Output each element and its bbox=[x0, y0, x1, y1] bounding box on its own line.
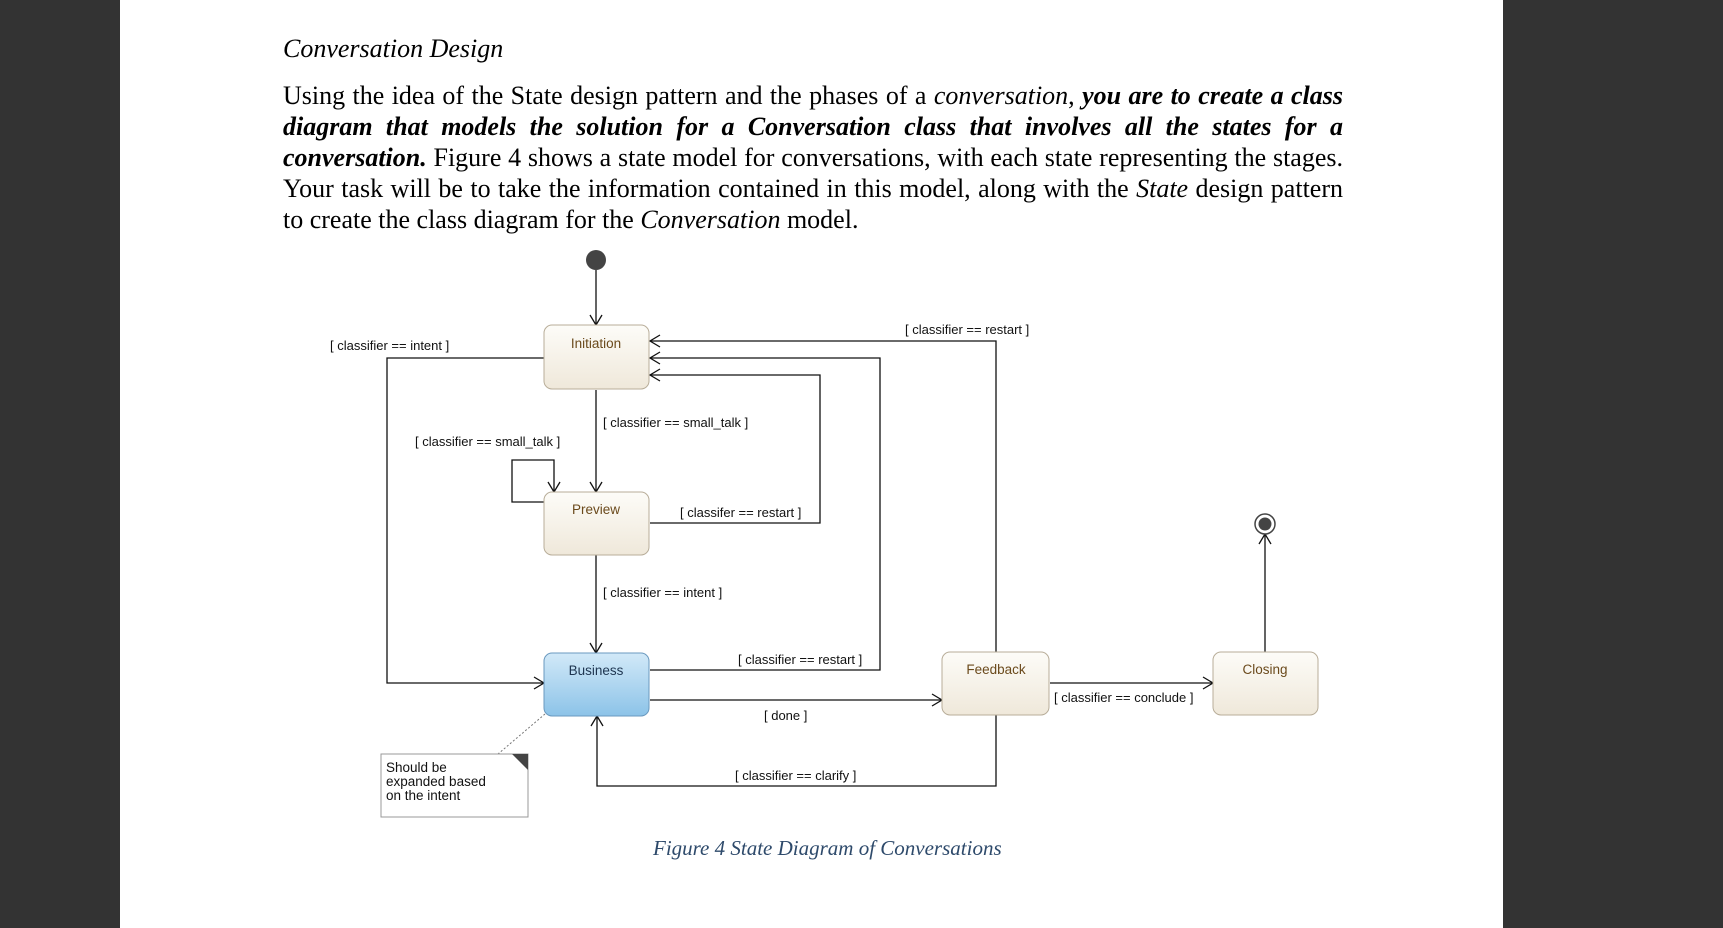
body-paragraph: Using the idea of the State design patte… bbox=[283, 80, 1343, 235]
label-done: [ done ] bbox=[764, 708, 807, 723]
edge-feedback-to-business-clarify bbox=[596, 715, 997, 787]
paragraph-italic-state: State bbox=[1136, 174, 1189, 203]
state-feedback: Feedback bbox=[941, 651, 1050, 716]
label-intent-down: [ classifier == intent ] bbox=[603, 585, 722, 600]
state-diagram: Initiation Preview Business Feedback Clo… bbox=[330, 250, 1319, 818]
state-preview-label: Preview bbox=[572, 502, 620, 517]
note-connector bbox=[497, 713, 546, 755]
label-restart-preview: [ classifer == restart ] bbox=[680, 505, 801, 520]
paragraph-text: Figure 4 shows a state model for convers… bbox=[283, 143, 1343, 203]
state-initiation-label: Initiation bbox=[571, 336, 621, 351]
document-page: Conversation Design Using the idea of th… bbox=[120, 0, 1503, 928]
edge-preview-self-loop bbox=[511, 459, 555, 503]
state-preview: Preview bbox=[543, 491, 650, 556]
label-clarify: [ classifier == clarify ] bbox=[735, 768, 856, 783]
edge-initiation-to-business-intent bbox=[386, 357, 544, 684]
final-node-inner bbox=[1258, 517, 1272, 531]
state-closing: Closing bbox=[1212, 651, 1319, 716]
label-conclude: [ classifier == conclude ] bbox=[1054, 690, 1193, 705]
edge-feedback-to-initiation-restart bbox=[650, 340, 997, 653]
label-restart-feedback: [ classifier == restart ] bbox=[905, 322, 1029, 337]
paragraph-text: model. bbox=[780, 205, 859, 234]
state-initiation: Initiation bbox=[543, 324, 650, 390]
label-restart-business: [ classifier == restart ] bbox=[738, 652, 862, 667]
paragraph-italic-conversation-model: Conversation bbox=[640, 205, 781, 234]
label-small-talk-down: [ classifier == small_talk ] bbox=[603, 415, 748, 430]
edge-business-to-initiation-restart bbox=[650, 357, 881, 671]
note-box: Should be expanded based on the intent bbox=[380, 753, 529, 818]
state-business: Business bbox=[543, 652, 650, 717]
state-feedback-label: Feedback bbox=[966, 662, 1026, 677]
initial-node bbox=[586, 250, 606, 270]
label-small-talk-self: [ classifier == small_talk ] bbox=[415, 434, 560, 449]
section-heading: Conversation Design bbox=[283, 34, 504, 63]
note-line-3: on the intent bbox=[386, 788, 461, 803]
paragraph-text: Using the idea of the State design patte… bbox=[283, 81, 934, 110]
arrowhead bbox=[648, 334, 661, 348]
arrowhead bbox=[648, 368, 661, 382]
state-closing-label: Closing bbox=[1242, 662, 1287, 677]
figure-caption: Figure 4 State Diagram of Conversations bbox=[653, 836, 1002, 860]
state-business-label: Business bbox=[569, 663, 624, 678]
paragraph-emphasis: you are to create a class diagram that m… bbox=[283, 81, 1344, 172]
edge-preview-to-initiation-restart bbox=[650, 374, 821, 524]
note-line-2: expanded based bbox=[386, 774, 486, 789]
paragraph-text: design pattern to create the class diagr… bbox=[283, 174, 1343, 234]
note-line-1: Should be bbox=[386, 760, 447, 775]
arrowhead bbox=[648, 351, 661, 365]
paragraph-italic-conversation: conversation bbox=[933, 81, 1069, 110]
label-intent-left: [ classifier == intent ] bbox=[330, 338, 449, 353]
paragraph-text: , bbox=[1068, 81, 1083, 110]
